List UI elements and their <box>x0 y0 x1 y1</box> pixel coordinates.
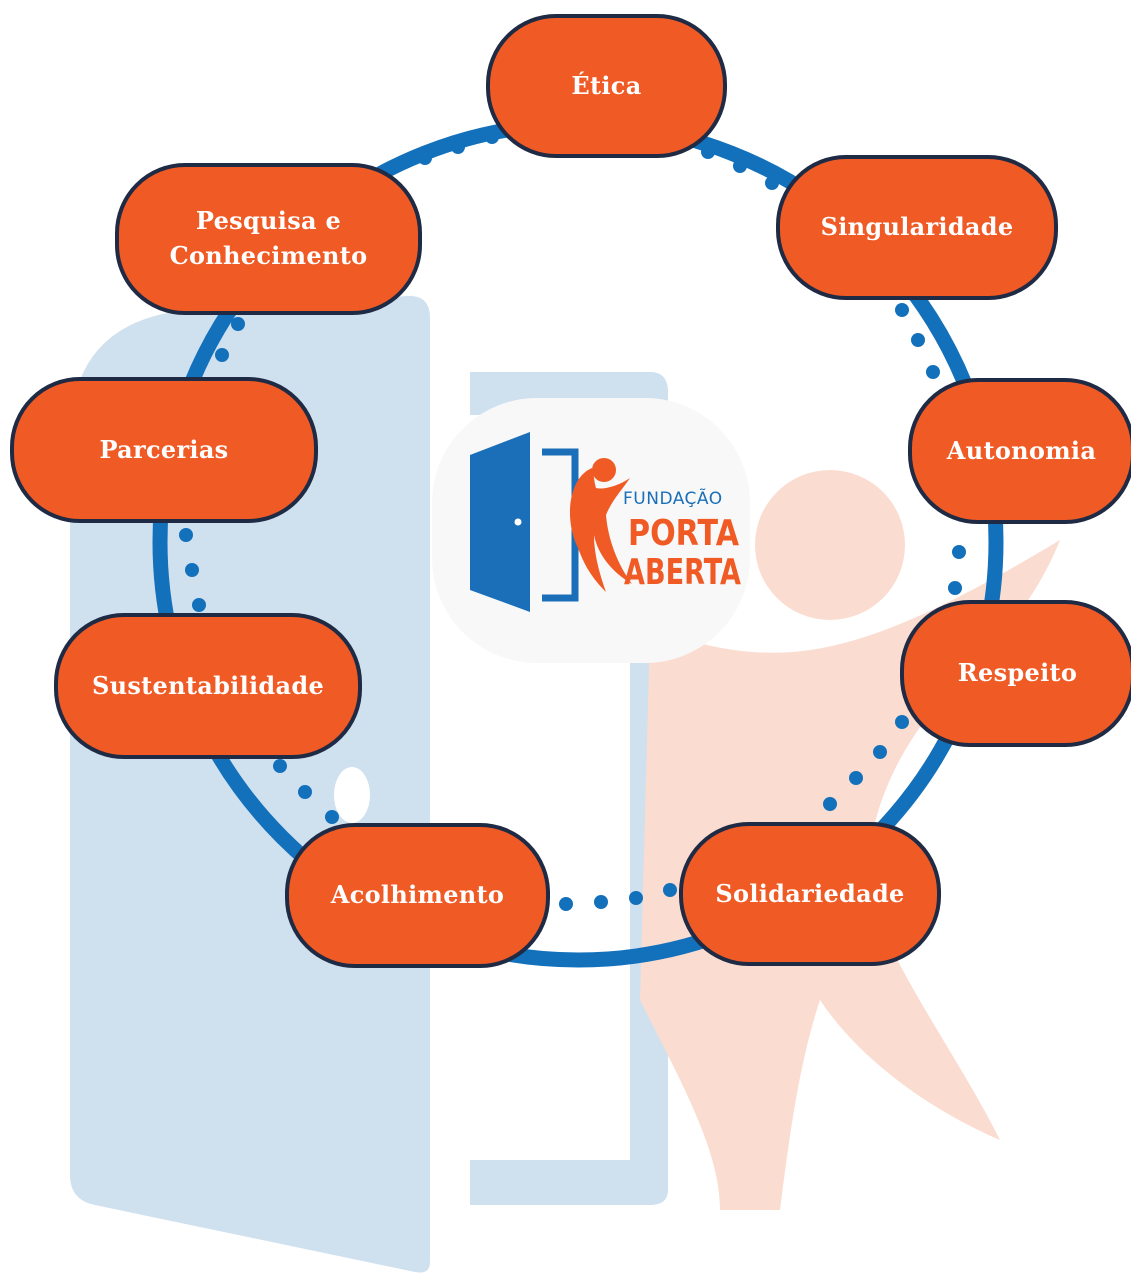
value-label-autonomia: Autonomia <box>946 435 1097 465</box>
ring-dots <box>179 130 966 911</box>
background-door-knob <box>334 767 370 823</box>
value-label-etica: Ética <box>571 70 642 100</box>
logo-line-porta: PORTA <box>628 513 739 554</box>
value-pill-solidariedade: Solidariedade <box>679 822 941 966</box>
value-pill-pesquisa-conhecimento: Pesquisa e Conhecimento <box>115 163 422 315</box>
logo-person-icon <box>569 458 632 592</box>
value-label-pesquisa: Pesquisa e <box>195 206 342 236</box>
value-pill-singularidade: Singularidade <box>776 155 1058 300</box>
logo-wordmark: FUNDAÇÃO PORTA ABERTA <box>623 487 741 593</box>
value-pill-parcerias: Parcerias <box>10 377 318 523</box>
logo-kicker: FUNDAÇÃO <box>623 487 723 509</box>
value-pill-autonomia: Autonomia <box>908 378 1131 524</box>
logo-line-aberta: ABERTA <box>624 552 741 593</box>
value-pill-respeito: Respeito <box>900 600 1131 747</box>
value-pill-etica: Ética <box>486 14 727 158</box>
value-label-respeito: Respeito <box>957 658 1078 688</box>
value-label-conhecimento: Conhecimento <box>169 241 368 270</box>
value-label-acolhimento: Acolhimento <box>330 880 505 910</box>
value-label-sustentabilidade: Sustentabilidade <box>91 670 325 700</box>
value-label-parcerias: Parcerias <box>99 434 229 464</box>
value-pill-acolhimento: Acolhimento <box>285 823 550 968</box>
value-label-singularidade: Singularidade <box>820 212 1014 242</box>
value-pill-sustentabilidade: Sustentabilidade <box>54 613 362 759</box>
value-label-solidariedade: Solidariedade <box>715 878 905 908</box>
